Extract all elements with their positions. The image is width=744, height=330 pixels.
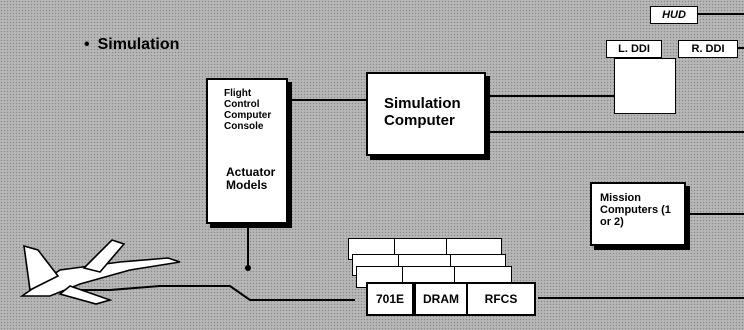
hud-box: HUD — [650, 6, 698, 24]
mission-computers-label: Mission Computers (1 or 2) — [600, 192, 671, 229]
mission-computers-box: Mission Computers (1 or 2) — [590, 182, 686, 246]
bullet-dot: • — [84, 36, 90, 53]
box-rfcs: RFCS — [466, 282, 536, 316]
fccc-title: Flight Control Computer Console — [224, 88, 272, 132]
right-ddi-box: R. DDI — [678, 40, 738, 58]
simulation-bullet: • Simulation — [84, 36, 179, 54]
box-dram: DRAM — [414, 282, 468, 316]
cockpit-panel — [614, 58, 676, 114]
jet-aircraft-icon — [19, 239, 181, 305]
flight-control-computer-console-box: Flight Control Computer Console Actuator… — [206, 78, 288, 224]
actuator-models-label: Actuator Models — [226, 165, 276, 193]
simulation-computer-label: Simulation Computer — [384, 95, 461, 129]
simulation-label: Simulation — [97, 36, 180, 53]
left-ddi-box: L. DDI — [606, 40, 662, 58]
box-701e: 701E — [366, 282, 414, 316]
simulation-computer-box: Simulation Computer — [366, 72, 486, 156]
